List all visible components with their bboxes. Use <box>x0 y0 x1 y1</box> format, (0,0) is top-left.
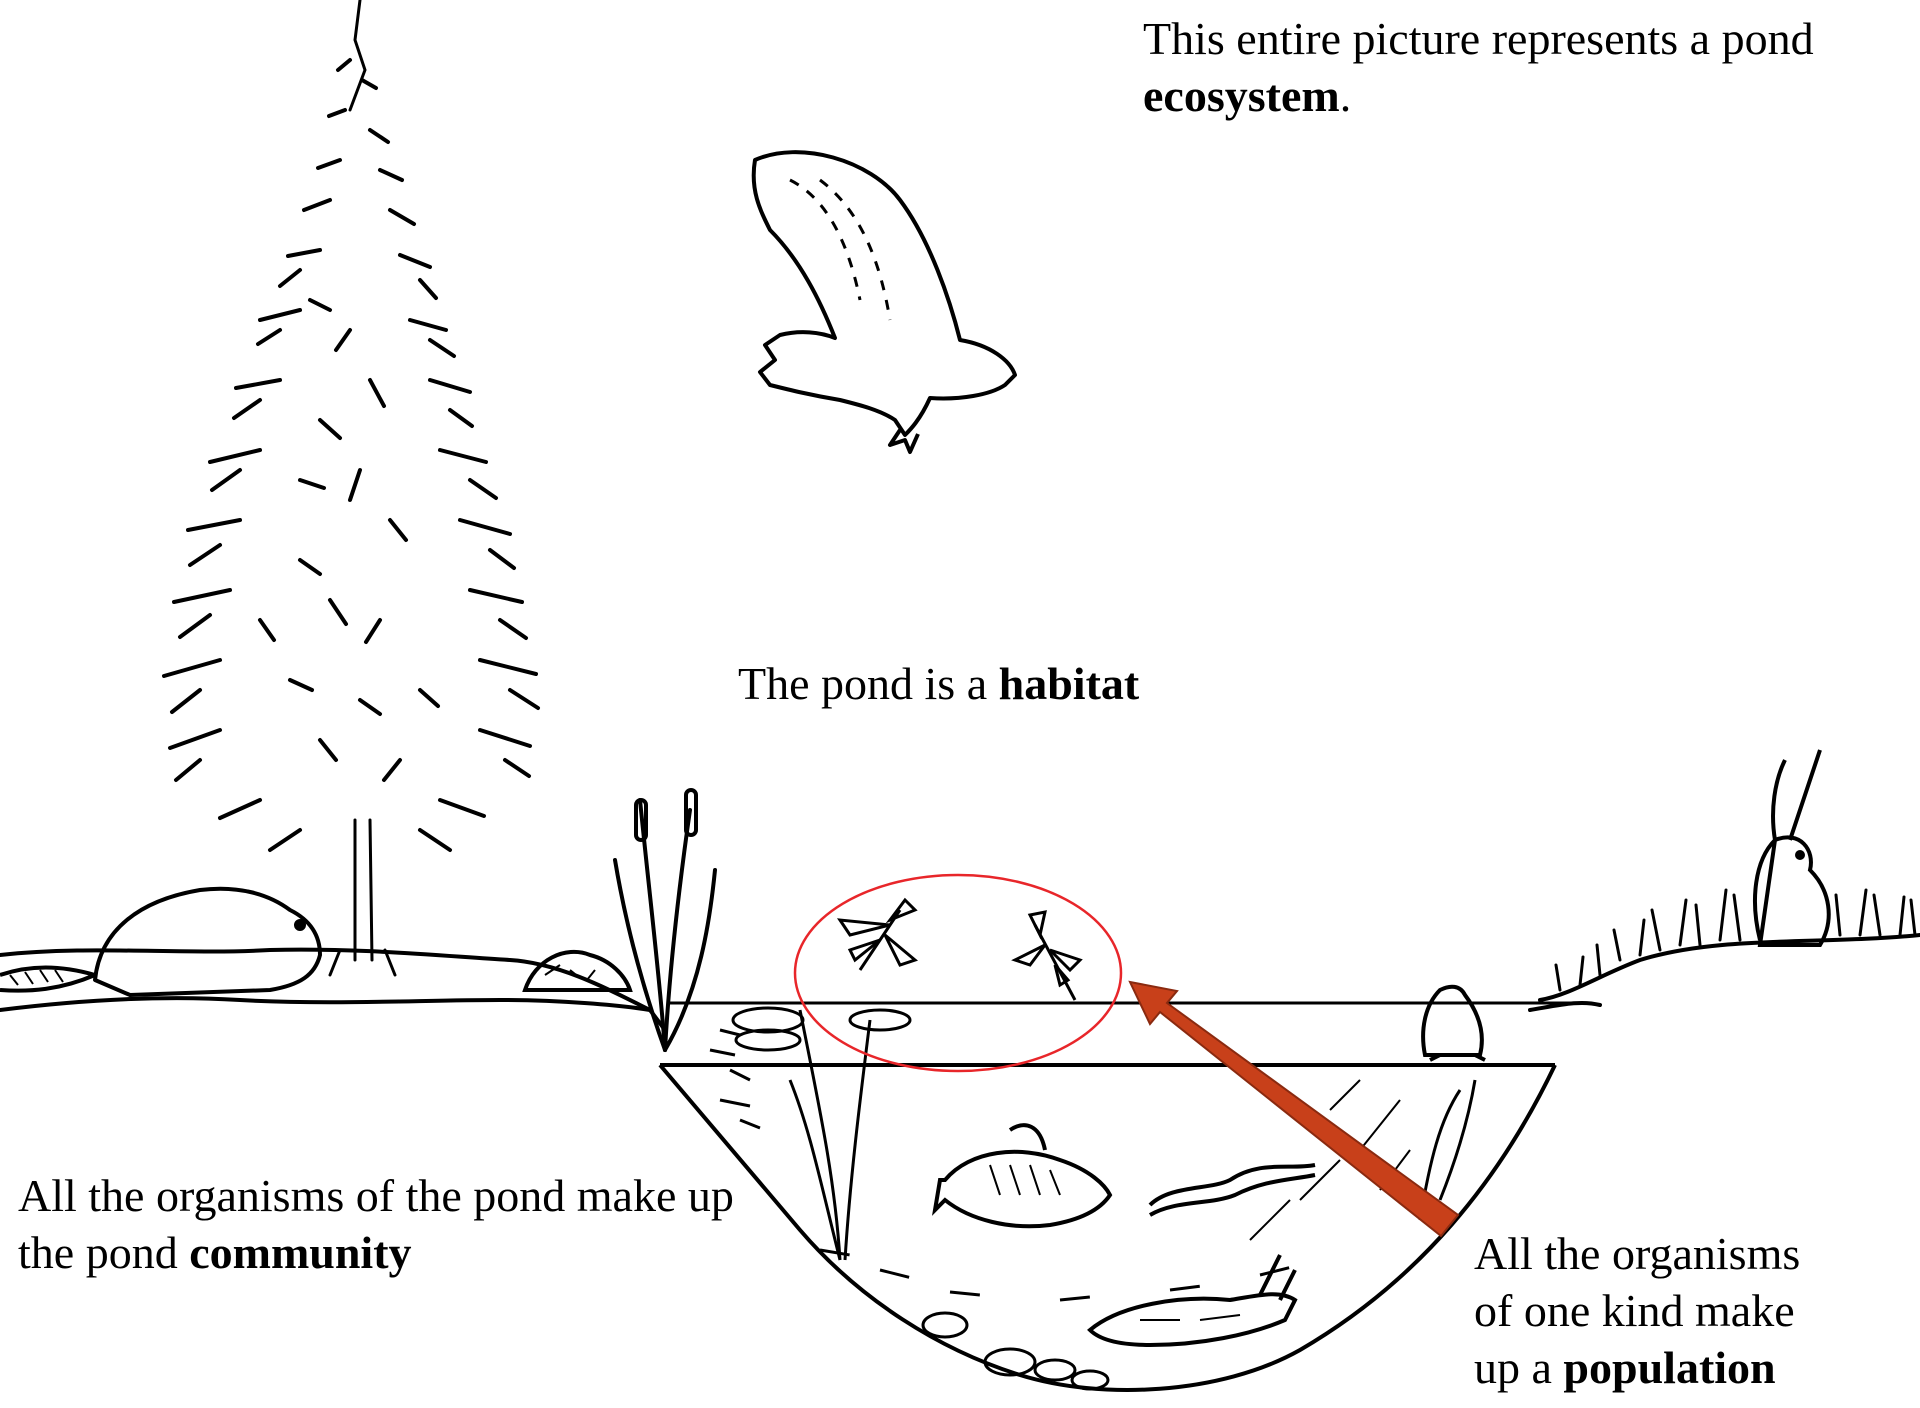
population-term: population <box>1563 1342 1775 1393</box>
beaver-icon <box>0 889 320 995</box>
habitat-caption: The pond is a habitat <box>738 655 1139 712</box>
lily-pad-icon <box>733 1008 910 1050</box>
population-caption-line3: up a population <box>1474 1339 1800 1396</box>
rock-icon <box>923 1313 1108 1389</box>
hawk-icon <box>754 152 1015 452</box>
habitat-term: habitat <box>999 658 1140 709</box>
water-plant-icon <box>710 1010 1475 1260</box>
frog-icon <box>1423 987 1485 1060</box>
pond-water <box>660 1003 1590 1390</box>
conifer-tree-icon <box>164 0 538 975</box>
catfish-icon <box>1090 1255 1295 1345</box>
ground-line <box>0 935 1920 1030</box>
community-caption-line1: All the organisms of the pond make up <box>18 1167 734 1224</box>
eel-icon <box>1150 1165 1315 1215</box>
dragonfly-icon <box>840 900 915 970</box>
population-caption-line2: of one kind make <box>1474 1282 1800 1339</box>
population-arrow <box>1130 982 1458 1236</box>
highlight-circle <box>795 875 1121 1071</box>
ecosystem-caption-line2: ecosystem. <box>1143 67 1814 124</box>
habitat-caption-text: The pond is a <box>738 658 999 709</box>
ecosystem-period: . <box>1340 70 1352 121</box>
ecosystem-term: ecosystem <box>1143 70 1340 121</box>
ecosystem-caption-line1: This entire picture represents a pond <box>1143 10 1814 67</box>
ecosystem-caption: This entire picture represents a pond ec… <box>1143 10 1814 124</box>
dragonfly-icon <box>1015 912 1080 1000</box>
community-term: community <box>189 1227 411 1278</box>
community-caption: All the organisms of the pond make up th… <box>18 1167 734 1281</box>
community-caption-line2: the pond community <box>18 1224 734 1281</box>
rabbit-icon <box>1755 750 1829 945</box>
population-caption-line1: All the organisms <box>1474 1225 1800 1282</box>
fish-icon <box>935 1125 1110 1226</box>
turtle-icon <box>525 952 630 990</box>
cattail-icon <box>615 790 715 1050</box>
population-caption: All the organisms of one kind make up a … <box>1474 1225 1800 1396</box>
community-caption-text: the pond <box>18 1227 189 1278</box>
population-caption-text: up a <box>1474 1342 1563 1393</box>
